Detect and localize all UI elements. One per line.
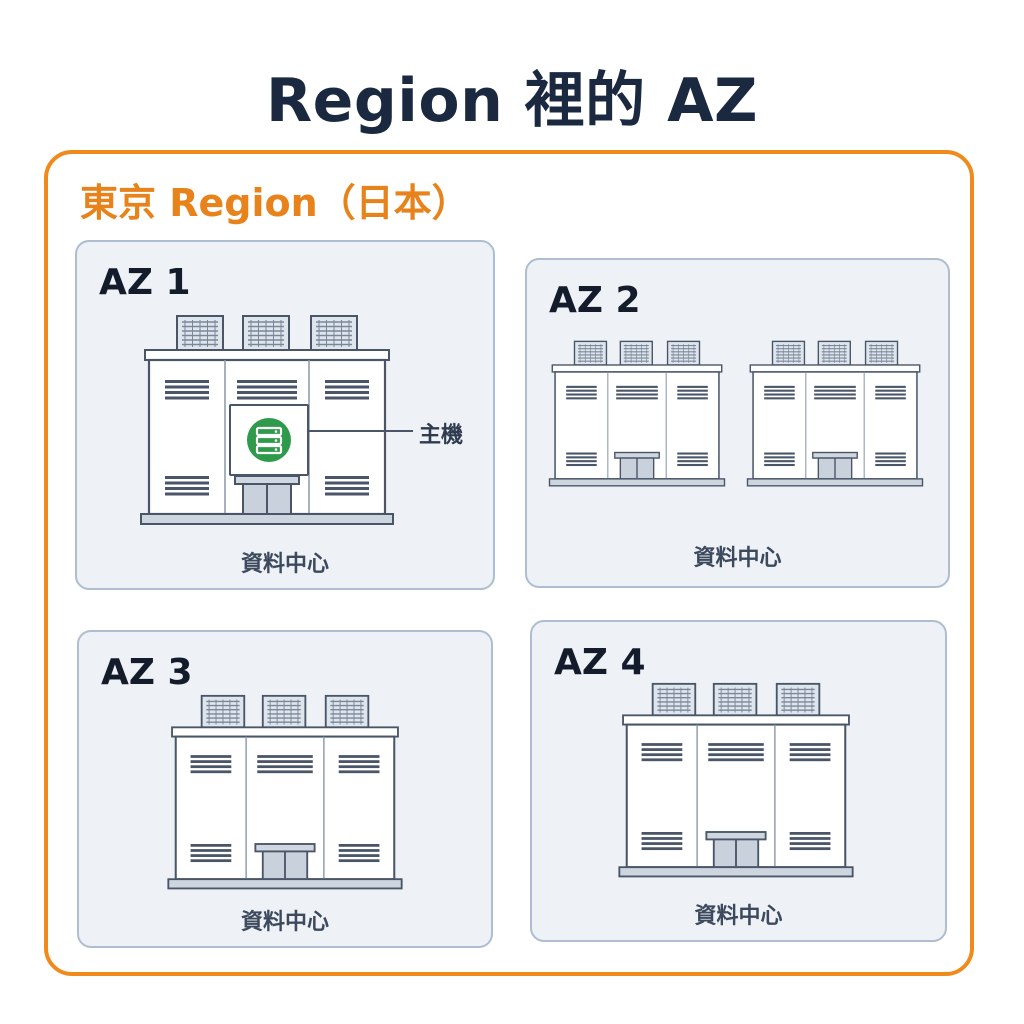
datacenter-label: 資料中心 (693, 546, 782, 571)
server-label: 主機 (419, 423, 464, 448)
az-label: AZ 3 (101, 652, 193, 693)
az-card-3: AZ 3 資料中心 (77, 630, 493, 948)
az-label: AZ 4 (554, 642, 646, 683)
callout-line (307, 430, 413, 432)
datacenter-label: 資料中心 (694, 904, 783, 929)
az-card-2: AZ 2 資料中心 (525, 258, 950, 588)
diagram-title: Region 裡的 AZ (265, 66, 759, 136)
region-label: 東京 Region（日本） (80, 181, 470, 225)
datacenter-label: 資料中心 (240, 910, 329, 935)
data-center-building-icon (547, 340, 727, 490)
data-center-building-icon (616, 682, 856, 882)
datacenter-label: 資料中心 (240, 552, 329, 577)
az-label: AZ 2 (549, 280, 641, 321)
data-center-building-icon (745, 340, 925, 490)
data-center-building-icon (165, 694, 405, 894)
az-label: AZ 1 (99, 262, 191, 303)
server-icon (229, 404, 309, 476)
az-card-4: AZ 4 資料中心 (530, 620, 947, 942)
az-card-1: AZ 1 主機 資料中心 (75, 240, 495, 590)
